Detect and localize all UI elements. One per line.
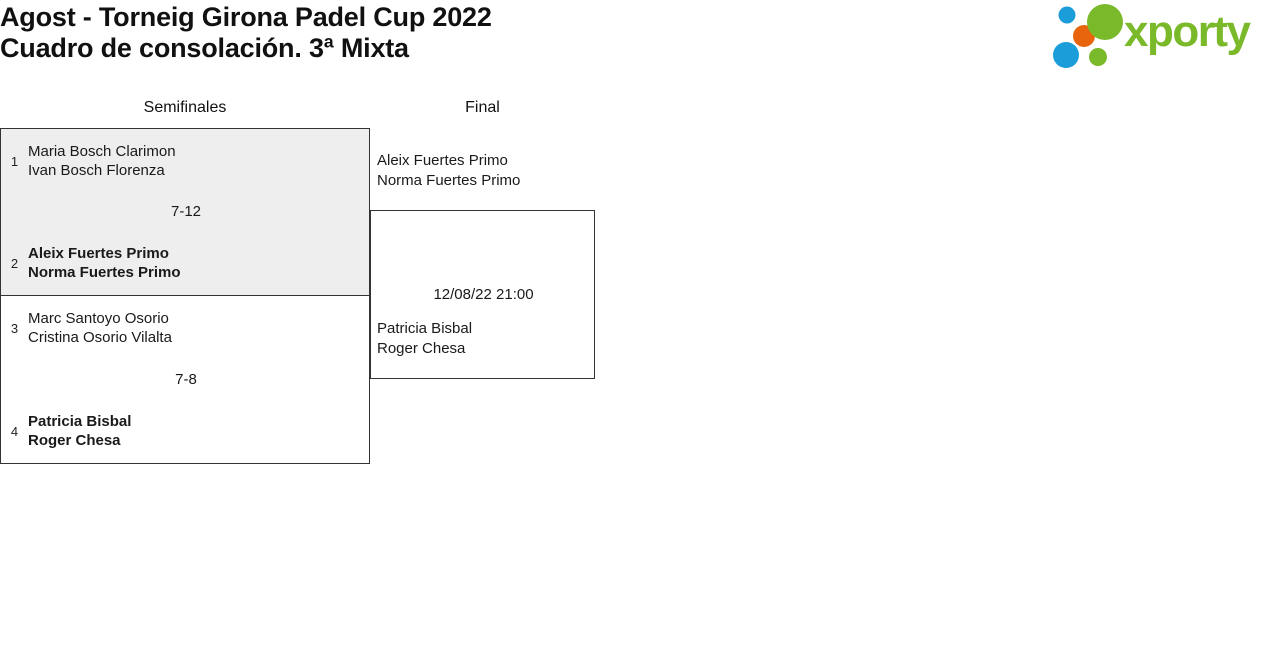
tournament-bracket: Semifinales Final 1 Maria Bosch Clarimon…	[0, 88, 1280, 661]
final-team-slot-2[interactable]: Patricia Bisbal Roger Chesa	[377, 319, 472, 358]
xporty-dots-icon	[1053, 4, 1123, 68]
team-names: Marc Santoyo Osorio Cristina Osorio Vila…	[28, 309, 172, 348]
title-line-category: Cuadro de consolación. 3ª Mixta	[0, 33, 409, 63]
team-names: Maria Bosch Clarimon Ivan Bosch Florenza	[28, 142, 176, 181]
player-name: Aleix Fuertes Primo	[28, 244, 169, 262]
player-name: Aleix Fuertes Primo	[377, 152, 508, 169]
seed-number: 4	[10, 423, 19, 439]
player-name: Maria Bosch Clarimon	[28, 142, 176, 160]
player-name: Ivan Bosch Florenza	[28, 162, 165, 179]
player-name: Patricia Bisbal	[377, 320, 473, 337]
semifinals-column: 1 Maria Bosch Clarimon Ivan Bosch Floren…	[0, 128, 370, 464]
match-semifinal-1[interactable]: 1 Maria Bosch Clarimon Ivan Bosch Floren…	[0, 128, 370, 296]
player-name: Patricia Bisbal	[28, 412, 132, 430]
team-names: Patricia Bisbal Roger Chesa	[28, 412, 131, 451]
player-name: Roger Chesa	[377, 339, 466, 357]
seed-number: 2	[10, 255, 19, 271]
round-header-semifinals: Semifinales	[143, 99, 227, 116]
final-team-slot-1[interactable]: Aleix Fuertes Primo Norma Fuertes Primo	[377, 151, 520, 190]
page-header: Agost - Torneig Girona Padel Cup 2022 Cu…	[0, 0, 1280, 88]
match-score: 7-12	[170, 203, 202, 220]
match-final[interactable]: 12/08/22 21:00	[370, 210, 595, 379]
match-datetime: 12/08/22 21:00	[433, 285, 534, 303]
final-column: Aleix Fuertes Primo Norma Fuertes Primo …	[370, 128, 670, 558]
seed-number: 1	[10, 153, 19, 169]
page-title: Agost - Torneig Girona Padel Cup 2022 Cu…	[0, 2, 900, 64]
team-slot-4[interactable]: 4 Patricia Bisbal Roger Chesa	[1, 410, 369, 452]
seed-number: 3	[10, 320, 19, 336]
round-header-final: Final	[465, 99, 500, 116]
player-name: Roger Chesa	[28, 432, 121, 449]
team-slot-2[interactable]: 2 Aleix Fuertes Primo Norma Fuertes Prim…	[1, 242, 369, 284]
xporty-wordmark: xporty	[1124, 7, 1251, 56]
xporty-logo[interactable]: xporty	[1046, 0, 1278, 74]
team-slot-1[interactable]: 1 Maria Bosch Clarimon Ivan Bosch Floren…	[1, 140, 369, 182]
team-names: Aleix Fuertes Primo Norma Fuertes Primo	[28, 244, 181, 283]
player-name: Marc Santoyo Osorio	[28, 309, 169, 327]
match-semifinal-2[interactable]: 3 Marc Santoyo Osorio Cristina Osorio Vi…	[0, 296, 370, 464]
team-slot-3[interactable]: 3 Marc Santoyo Osorio Cristina Osorio Vi…	[1, 307, 369, 349]
match-score: 7-8	[175, 370, 197, 388]
player-name: Norma Fuertes Primo	[28, 264, 181, 281]
title-line-tournament: Agost - Torneig Girona Padel Cup 2022	[0, 2, 492, 32]
player-name: Norma Fuertes Primo	[377, 171, 521, 189]
player-name: Cristina Osorio Vilalta	[28, 329, 172, 346]
